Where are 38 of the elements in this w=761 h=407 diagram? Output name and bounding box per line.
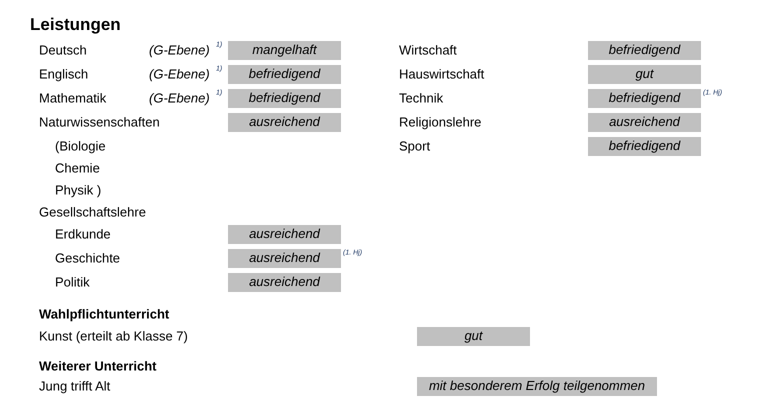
grade-box: mangelhaft [228,40,341,60]
grade-box: befriedigend [588,88,701,108]
grade-box: ausreichend [228,112,341,132]
subject-label: (Biologie [55,140,106,152]
grade-box: ausreichend [228,248,341,268]
subject-label: Hauswirtschaft [399,68,484,80]
subject-label: Religionslehre [399,116,482,128]
subject-label: Gesellschaftslehre [39,206,146,218]
subject-label: Erdkunde [55,228,111,240]
subject-label: Kunst (erteilt ab Klasse 7) [39,330,188,342]
grade-box: gut [588,64,701,84]
grade-box: befriedigend [228,64,341,84]
subject-label: Englisch [39,68,88,80]
grade-box: befriedigend [588,136,701,156]
subject-label: Mathematik [39,92,106,104]
grade-box: gut [417,326,530,346]
grade-box: befriedigend [588,40,701,60]
subject-label: Deutsch [39,44,87,56]
section-heading: Wahlpflichtunterricht [39,308,170,320]
subject-label: Politik [55,276,90,288]
grade-box: ausreichend [228,224,341,244]
subject-label: Sport [399,140,430,152]
subject-label: Jung trifft Alt [39,380,110,392]
level-note: (G-Ebene) [149,44,210,56]
subject-label: Wirtschaft [399,44,457,56]
subject-label: Geschichte [55,252,120,264]
grade-box: befriedigend [228,88,341,108]
section-heading: Weiterer Unterricht [39,360,157,372]
subject-label: Physik ) [55,184,102,196]
level-note: (G-Ebene) [149,68,210,80]
grade-box: ausreichend [588,112,701,132]
grade-box: mit besonderem Erfolg teilgenommen [417,376,657,396]
subject-label: Technik [399,92,444,104]
subject-label: Naturwissenschaften [39,116,160,128]
page-title: Leistungen [30,14,121,36]
level-note: (G-Ebene) [149,92,210,104]
grade-box: ausreichend [228,272,341,292]
subject-label: Chemie [55,162,100,174]
